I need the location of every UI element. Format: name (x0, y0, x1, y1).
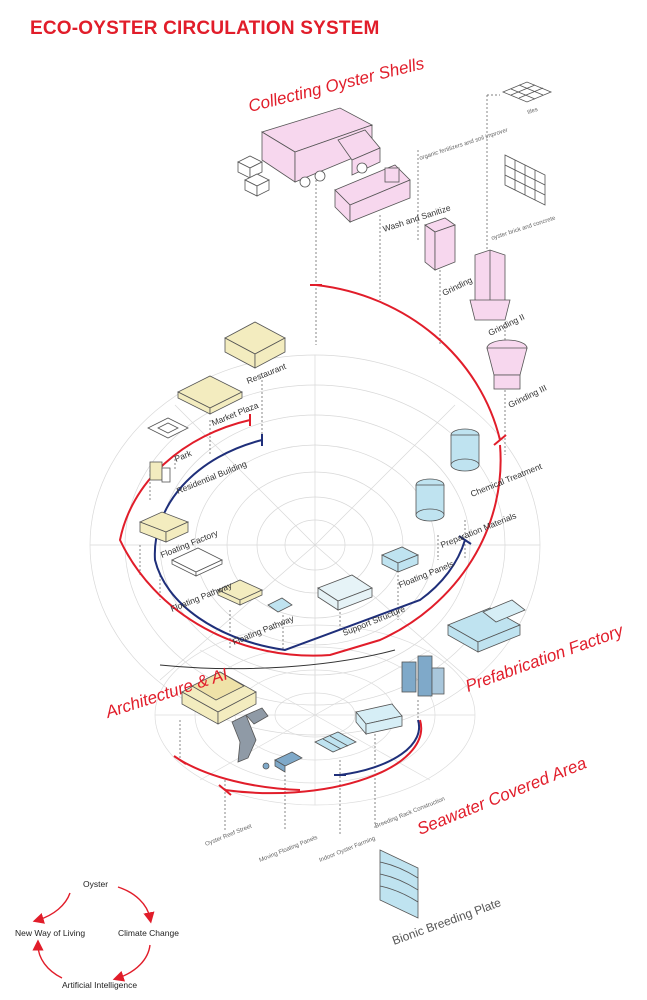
label-fertilizer: organic fertilizers and soil improver (419, 128, 509, 162)
tiles-icon (501, 81, 553, 103)
floating-dock-icon (217, 579, 263, 606)
indoor-farm-icon (355, 703, 403, 736)
market-plaza-icon (177, 375, 243, 415)
brick-panel-icon (504, 154, 546, 206)
grinder-3-icon (486, 339, 528, 390)
collecting-red-arc (315, 284, 501, 441)
label-tiles: tiles (527, 107, 539, 116)
crates-icon (237, 155, 270, 197)
cycle-oyster: Oyster (83, 879, 108, 889)
park-icon (147, 417, 189, 439)
grinder-1-icon (424, 217, 456, 271)
section-collecting: Collecting Oyster Shells (246, 54, 426, 116)
residential-building-icon (149, 461, 171, 483)
grinder-2-icon (469, 249, 511, 321)
label-indoor-farming: Indoor Oyster Farming (319, 836, 377, 864)
pathway-piece-icon (267, 597, 293, 613)
blue-inner-ring (153, 439, 466, 652)
washer-machine-icon (334, 164, 411, 223)
page-title: ECO-OYSTER CIRCULATION SYSTEM (30, 18, 380, 39)
section-seawater: Seawater Covered Area (414, 753, 589, 838)
floating-factory-icon (138, 511, 190, 543)
vehicle-icon (262, 751, 303, 773)
label-grinding-1: Grinding (440, 275, 474, 298)
leader-lines (139, 94, 506, 835)
cycle-climate: Climate Change (118, 928, 179, 938)
cycle-diagram: Oyster Climate Change Artificial Intelli… (15, 879, 179, 990)
seawater-blue-arc (339, 719, 421, 776)
prep-tank-icon (415, 478, 445, 522)
prefab-link-arc (159, 649, 396, 670)
restaurant-icon (224, 321, 286, 369)
label-brick: oyster brick and concrete (491, 215, 557, 242)
bionic-plate-icon (379, 849, 419, 919)
cycle-living: New Way of Living (15, 928, 85, 938)
label-moving-panels: Moving Floating Panels (259, 835, 319, 864)
prefab-factory-icon (447, 599, 526, 653)
support-structure-icon (317, 574, 373, 611)
reef-street-icon (231, 707, 269, 763)
label-park: Park (173, 448, 194, 464)
truck-icon (261, 107, 381, 188)
label-support: Support Structure (341, 604, 407, 638)
towers-icon (401, 655, 445, 697)
building-complex-icon (181, 671, 257, 725)
chemical-tank-icon (450, 428, 480, 472)
flow-arcs (118, 284, 507, 796)
floating-platform-icon (171, 547, 223, 577)
floating-panel-block-icon (381, 546, 419, 573)
moving-panel-icon (314, 731, 357, 753)
architecture-red-arc (179, 759, 301, 791)
label-oyster-reef: Oyster Reef Street (205, 824, 254, 848)
label-residential: Residential Building (175, 459, 248, 496)
cycle-ai: Artificial Intelligence (62, 980, 137, 990)
label-prep: Preparation Materials (439, 510, 518, 550)
seawater-red-arc (224, 719, 423, 795)
